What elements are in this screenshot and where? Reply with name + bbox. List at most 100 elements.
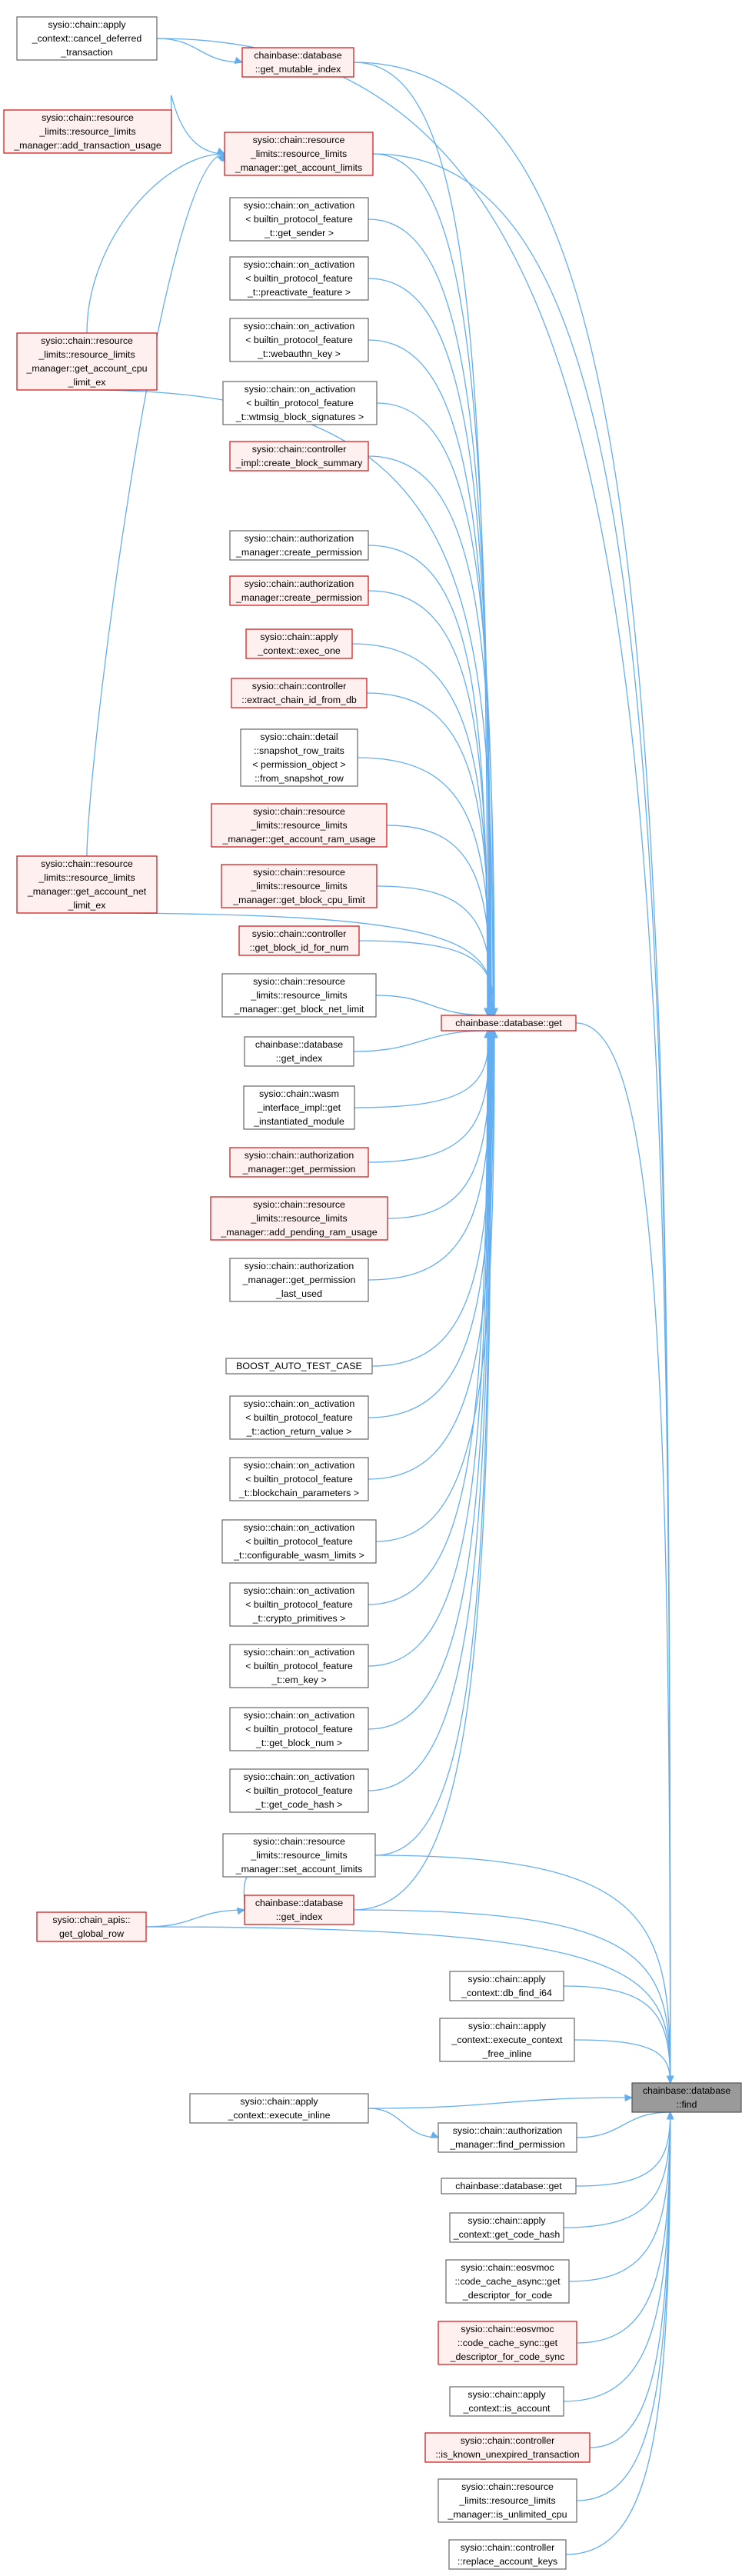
graph-node[interactable]: sysio::chain::on_activation< builtin_pro… (229, 256, 369, 301)
graph-node[interactable]: sysio::chain::resource_limits::resource_… (211, 803, 388, 848)
graph-node[interactable]: sysio::chain::authorization_manager::cre… (229, 575, 369, 606)
node-label-line: _limit_ex (68, 900, 107, 911)
node-label-line: _t::blockchain_parameters > (238, 1488, 359, 1498)
graph-node[interactable]: sysio::chain::resource_limits::resource_… (221, 973, 377, 1018)
graph-node[interactable]: sysio::chain_apis::get_global_row (36, 1911, 147, 1942)
graph-node[interactable]: sysio::chain::resource_limits::resource_… (222, 1833, 376, 1878)
graph-node[interactable]: sysio::chain::authorization_manager::cre… (229, 530, 369, 561)
graph-node[interactable]: sysio::chain::controller::is_known_unexp… (424, 2432, 591, 2463)
graph-node[interactable]: sysio::chain::apply_context::exec_one (245, 628, 353, 659)
edge-n43-to-n40 (575, 2111, 671, 2187)
edge-n36-to-n40 (353, 1909, 671, 2084)
edge-n37-to-n36 (145, 1909, 245, 1928)
graph-node[interactable]: sysio::chain::on_activation< builtin_pro… (221, 1519, 377, 1564)
node-box (448, 2539, 567, 2570)
graph-node[interactable]: chainbase::database::get_mutable_index (241, 47, 354, 78)
node-label-line: < builtin_protocol_feature (245, 1785, 353, 1796)
node-label-line: sysio::chain::controller (252, 444, 347, 455)
node-box (438, 2321, 577, 2365)
graph-node[interactable]: sysio::chain::controller_impl::create_bl… (229, 441, 369, 472)
node-label-line: sysio::chain::apply (48, 19, 126, 30)
graph-node[interactable]: chainbase::database::get_index (244, 1036, 354, 1067)
graph-node[interactable]: sysio::chain::authorization_manager::fin… (438, 2122, 577, 2153)
node-label-line: chainbase::database::get (455, 1018, 562, 1028)
graph-node-target[interactable]: chainbase::database::find (631, 2082, 742, 2113)
graph-node[interactable]: chainbase::database::get (441, 1015, 577, 1031)
node-box (229, 1457, 369, 1501)
graph-node[interactable]: sysio::chain::controller::get_block_id_f… (238, 925, 360, 956)
graph-node[interactable]: sysio::chain::controller::extract_chain_… (231, 678, 368, 708)
node-label-line: sysio::chain::on_activation (244, 1585, 355, 1596)
node-label-line: _manager::get_account_net (27, 886, 147, 897)
graph-node[interactable]: sysio::chain::on_activation< builtin_pro… (229, 197, 369, 242)
graph-node[interactable]: sysio::chain::resource_limits::resource_… (438, 2478, 577, 2523)
edge-n8-to-n4 (86, 153, 225, 334)
graph-node[interactable]: sysio::chain::detail::snapshot_row_trait… (240, 728, 358, 787)
graph-node[interactable]: sysio::chain::resource_limits::resource_… (224, 132, 374, 176)
edge-n3-to-n4 (170, 95, 225, 155)
edge-arrowhead (624, 2094, 634, 2102)
graph-node[interactable]: sysio::chain::authorization_manager::get… (229, 1258, 369, 1302)
graph-node[interactable]: sysio::chain::on_activation< builtin_pro… (222, 381, 378, 425)
graph-node[interactable]: sysio::chain::apply_context::cancel_defe… (16, 16, 158, 61)
graph-node[interactable]: BOOST_AUTO_TEST_CASE (225, 1358, 373, 1375)
node-label-line: sysio::chain::resource (461, 2481, 554, 2492)
node-box (449, 1971, 564, 2001)
node-box (244, 1895, 354, 1925)
edge-n18-to-n4 (86, 153, 225, 857)
graph-node[interactable]: sysio::chain::on_activation< builtin_pro… (229, 1582, 369, 1627)
node-label-line: _limits::resource_limits (38, 126, 135, 137)
node-label-line: ::code_cache_async::get (454, 2276, 561, 2287)
edge-arrowhead (234, 56, 244, 65)
edge-n20-to-n21 (375, 995, 488, 1016)
edge-n45-to-n40 (568, 2111, 671, 2282)
node-box (222, 1833, 376, 1878)
edge-n22-to-n21 (353, 1030, 489, 1052)
graph-node[interactable]: sysio::chain::on_activation< builtin_pro… (229, 1644, 369, 1688)
node-label-line: _t::em_key > (271, 1675, 326, 1685)
graph-node[interactable]: chainbase::database::get (441, 2178, 577, 2194)
node-label-line: _manager::get_permission (242, 1275, 356, 1285)
graph-node[interactable]: sysio::chain::resource_limits::resource_… (3, 109, 172, 154)
graph-node[interactable]: sysio::chain::resource_limits::resource_… (16, 855, 158, 914)
node-label-line: sysio::chain::on_activation (245, 384, 356, 395)
graph-node[interactable]: sysio::chain::apply_context::is_account (449, 2386, 564, 2417)
graph-node[interactable]: sysio::chain::apply_context::db_find_i64 (449, 1971, 564, 2001)
node-label-line: _limits::resource_limits (250, 1850, 347, 1861)
node-label-line: _context::cancel_deferred (32, 33, 142, 44)
graph-node[interactable]: sysio::chain::eosvmoc::code_cache_sync::… (438, 2321, 577, 2365)
graph-node[interactable]: chainbase::database::get_index (244, 1895, 354, 1925)
graph-node[interactable]: sysio::chain::authorization_manager::get… (229, 1147, 369, 1178)
graph-node[interactable]: sysio::chain::on_activation< builtin_pro… (229, 1768, 369, 1813)
node-label-line: _manager::find_permission (449, 2139, 565, 2150)
graph-node[interactable]: sysio::chain::resource_limits::resource_… (221, 864, 378, 908)
graph-node[interactable]: sysio::chain::on_activation< builtin_pro… (229, 318, 369, 362)
node-label-line: _manager::get_block_cpu_limit (232, 895, 365, 905)
node-label-line: chainbase::database (254, 50, 341, 61)
node-label-line: chainbase::database (643, 2085, 730, 2096)
node-label-line: _t::get_code_hash > (255, 1799, 343, 1810)
graph-node[interactable]: sysio::chain::apply_context::execute_con… (439, 2018, 575, 2062)
node-label-line: ::get_index (276, 1053, 323, 1064)
graph-node[interactable]: sysio::chain::resource_limits::resource_… (210, 1196, 388, 1241)
node-box (229, 1147, 369, 1178)
node-box (36, 1911, 147, 1942)
graph-node[interactable]: sysio::chain::apply_context::execute_inl… (189, 2093, 369, 2124)
edge-n39-to-n40 (574, 2039, 671, 2084)
node-box (241, 47, 354, 78)
graph-node[interactable]: sysio::chain::resource_limits::resource_… (16, 332, 158, 391)
node-label-line: _limits::resource_limits (38, 349, 135, 360)
graph-node[interactable]: sysio::chain::eosvmoc::code_cache_async:… (445, 2259, 570, 2304)
node-label-line: sysio::chain::wasm (259, 1088, 339, 1099)
node-box (445, 2259, 570, 2304)
graph-node[interactable]: sysio::chain::apply_context::get_code_ha… (449, 2212, 564, 2243)
node-label-line: chainbase::database (255, 1039, 343, 1050)
graph-node[interactable]: sysio::chain::on_activation< builtin_pro… (229, 1457, 369, 1501)
graph-node[interactable]: sysio::chain::on_activation< builtin_pro… (229, 1395, 369, 1440)
graph-node[interactable]: sysio::chain::controller::replace_accoun… (448, 2539, 567, 2570)
node-label-line: chainbase::database (255, 1898, 343, 1908)
graph-node[interactable]: sysio::chain::on_activation< builtin_pro… (229, 1707, 369, 1751)
node-label-line: _context::execute_inline (228, 2110, 331, 2121)
graph-node[interactable]: sysio::chain::wasm_interface_impl::get_i… (243, 1085, 355, 1130)
node-label-line: < permission_object > (252, 759, 345, 770)
